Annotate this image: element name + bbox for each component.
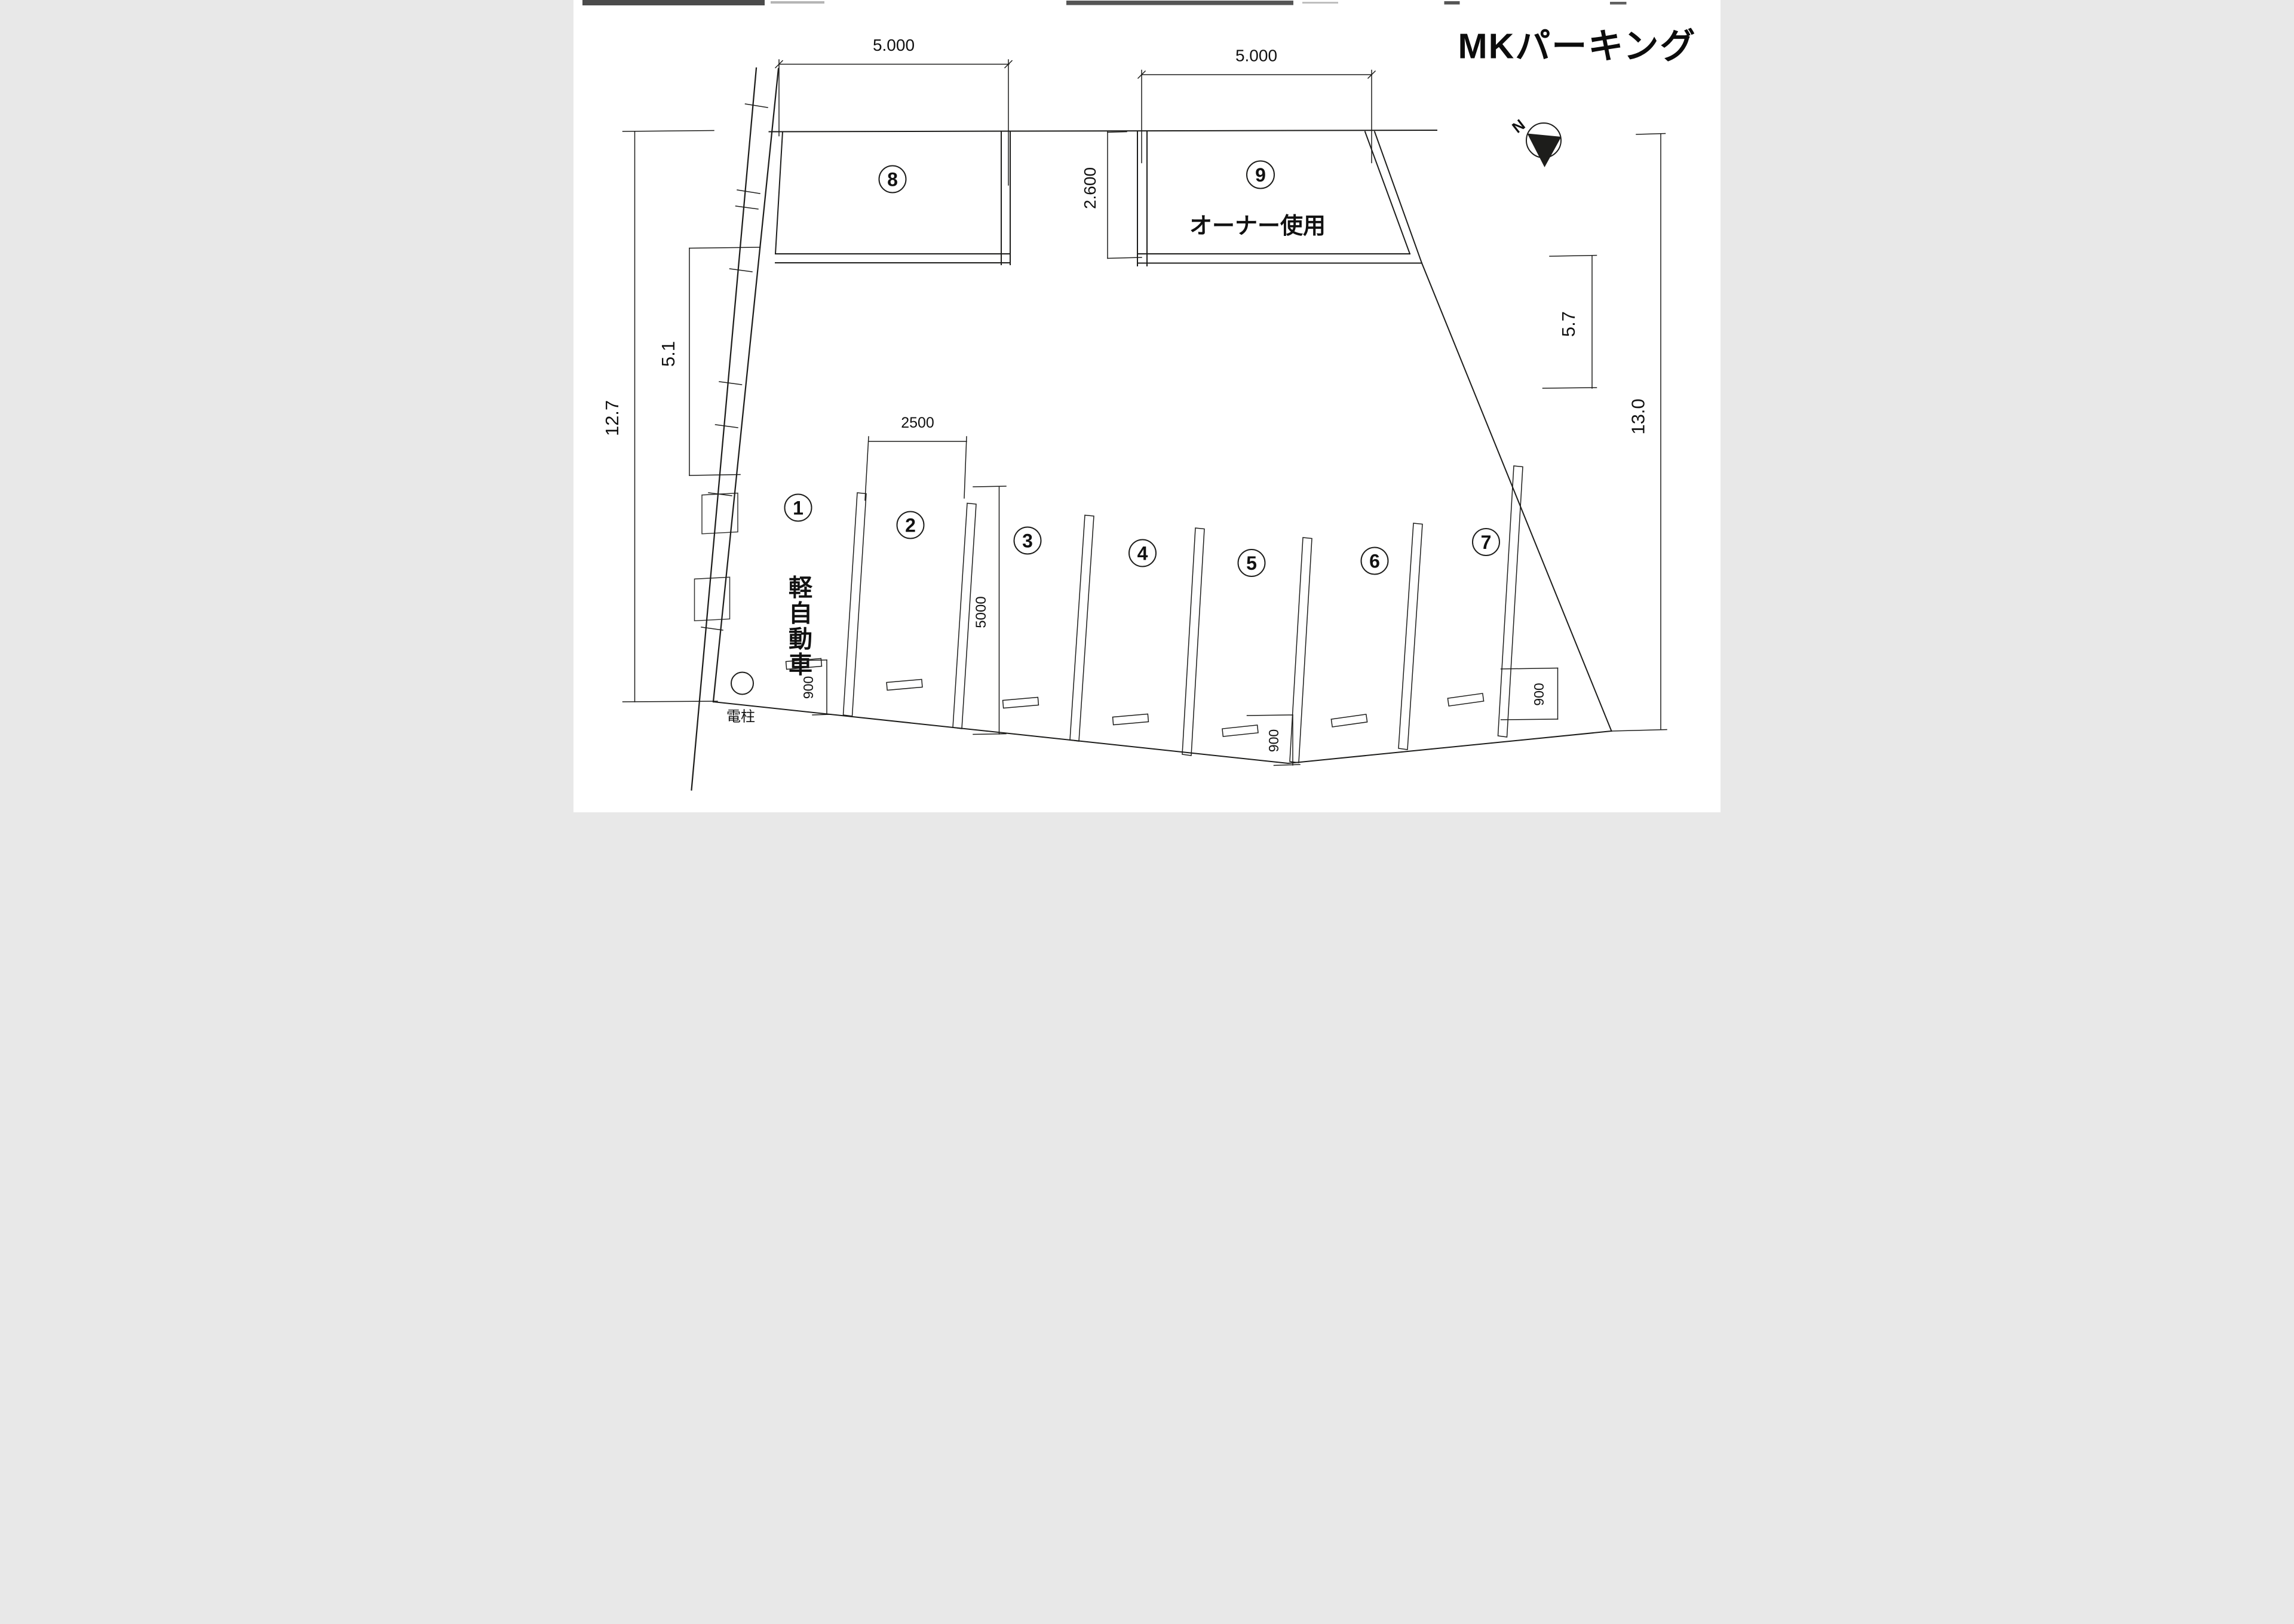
space-9-owner-note: オーナー使用 bbox=[1189, 214, 1326, 239]
lot-boundary bbox=[712, 129, 1612, 765]
space-9-number: 9 bbox=[1255, 164, 1266, 186]
stall-dividers bbox=[842, 465, 1523, 763]
dim-setback-space7-label: 900 bbox=[1531, 683, 1547, 705]
north-label: N bbox=[1508, 116, 1528, 137]
space-9-outline bbox=[1137, 131, 1423, 266]
space-9-number-badge: 9 bbox=[1246, 160, 1275, 189]
space-3-number: 3 bbox=[1022, 530, 1033, 552]
space-2-number: 2 bbox=[905, 515, 916, 536]
dim-space3-depth-label: 5000 bbox=[973, 596, 989, 628]
space-6-number: 6 bbox=[1369, 551, 1380, 572]
dim-setback-space5-label: 900 bbox=[1266, 729, 1281, 752]
space-4-number: 4 bbox=[1137, 543, 1148, 564]
dim-gate-depth: 2.600 bbox=[1081, 131, 1142, 259]
electric-pole-label: 電柱 bbox=[726, 709, 755, 725]
dim-west-total: 12.7 bbox=[602, 130, 718, 702]
dim-east-part: 5.7 bbox=[1542, 254, 1597, 389]
drawing-title: MKパーキング bbox=[1458, 27, 1697, 66]
dim-setback-space1: 900 bbox=[795, 659, 832, 716]
dim-gate-depth-label: 2.600 bbox=[1081, 167, 1099, 209]
dim-space2-width-label: 2500 bbox=[901, 415, 934, 431]
site-plan-canvas: MKパーキング N 8 bbox=[574, 0, 1720, 812]
scan-artifacts bbox=[582, 0, 1627, 5]
space-8-outline bbox=[774, 131, 1011, 265]
dim-space8-width-label: 5.000 bbox=[873, 36, 915, 54]
space-8-number: 8 bbox=[887, 169, 898, 191]
wheel-stops bbox=[785, 658, 1485, 737]
dim-space9-width: 5.000 bbox=[1137, 47, 1376, 164]
dim-setback-space7: 900 bbox=[1500, 667, 1559, 720]
dim-space3-depth: 5000 bbox=[973, 486, 1007, 735]
dim-west-part-label: 5.1 bbox=[658, 341, 679, 367]
dim-west-total-label: 12.7 bbox=[602, 400, 622, 436]
space-8-number-badge: 8 bbox=[878, 165, 907, 194]
dim-space8-width: 5.000 bbox=[774, 36, 1013, 186]
space-7-number: 7 bbox=[1481, 532, 1492, 553]
west-boundary-wall bbox=[691, 67, 780, 791]
parking-layout-drawing: MKパーキング N 8 bbox=[574, 0, 1720, 812]
dim-setback-space1-label: 900 bbox=[801, 676, 816, 699]
electric-pole: 電柱 bbox=[726, 671, 755, 725]
space-1-number: 1 bbox=[793, 498, 803, 519]
dim-east-total: 13.0 bbox=[1611, 133, 1667, 732]
stall-number-badges: 1 2 3 4 5 6 7 bbox=[784, 493, 1500, 577]
dim-setback-space5: 900 bbox=[1246, 714, 1301, 766]
north-arrow-icon: N bbox=[1508, 116, 1562, 167]
dim-space2-width: 2500 bbox=[864, 415, 967, 501]
dim-east-total-label: 13.0 bbox=[1628, 398, 1649, 434]
dim-space9-width-label: 5.000 bbox=[1235, 47, 1277, 65]
dim-west-part: 5.1 bbox=[658, 247, 761, 476]
dim-east-part-label: 5.7 bbox=[1558, 311, 1579, 337]
space-5-number: 5 bbox=[1246, 552, 1257, 574]
space-1-kei-note: 軽自動車 bbox=[785, 575, 812, 678]
